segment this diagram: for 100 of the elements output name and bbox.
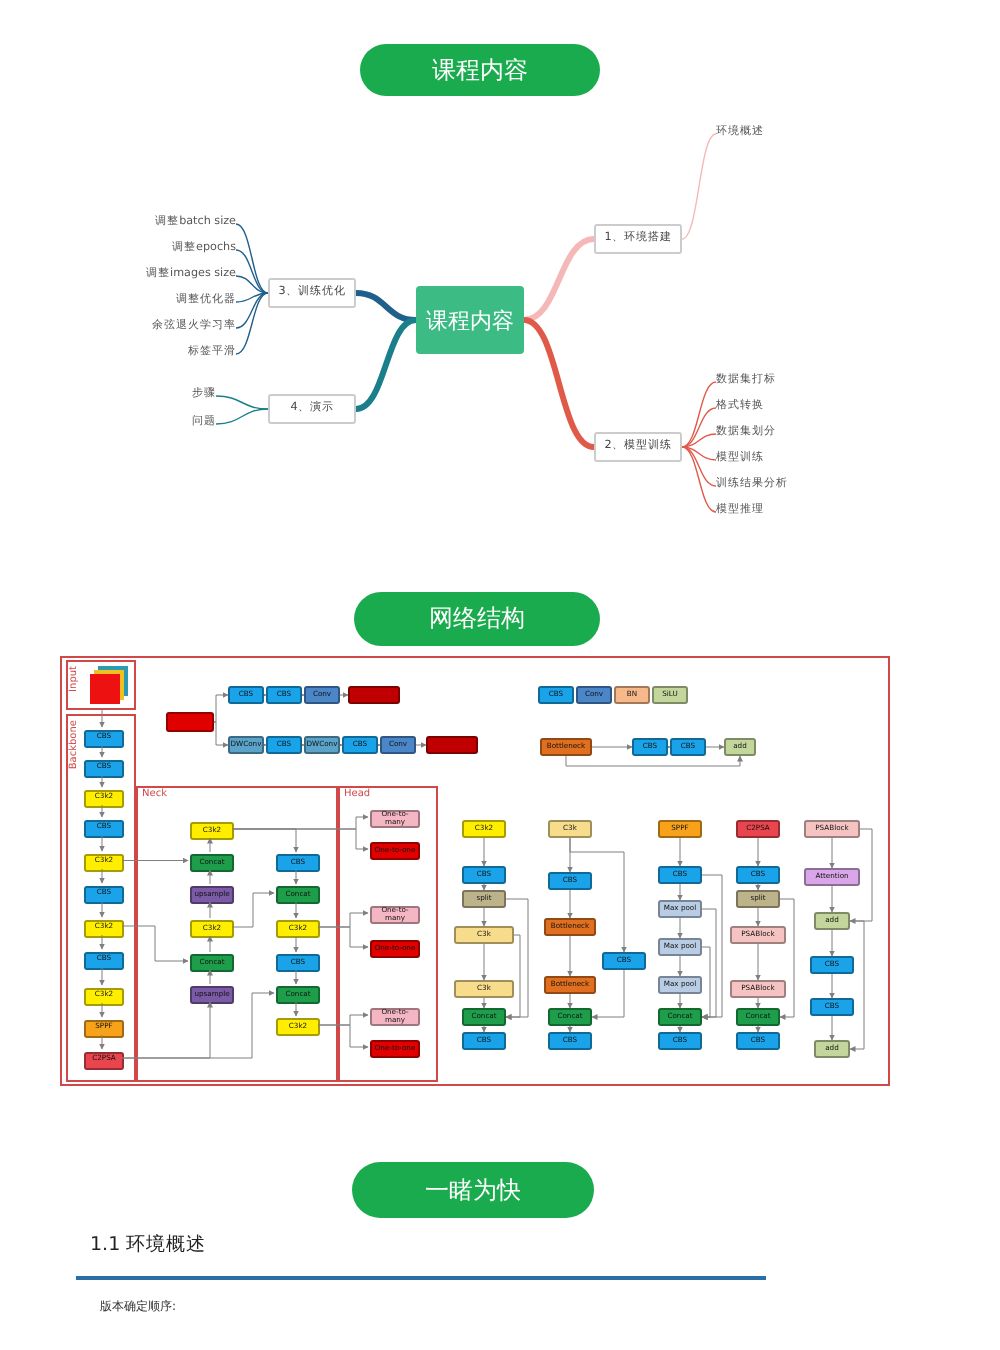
branch-line bbox=[235, 292, 269, 355]
arrow bbox=[121, 990, 275, 1059]
arrow bbox=[99, 1002, 105, 1018]
arrow bbox=[701, 874, 723, 1020]
arrow bbox=[565, 755, 743, 767]
branch-line bbox=[235, 249, 269, 294]
arrow bbox=[231, 828, 299, 853]
arrow bbox=[207, 837, 213, 853]
arrow bbox=[481, 883, 487, 891]
branch-line bbox=[355, 290, 417, 323]
arrow bbox=[99, 804, 105, 818]
branch-line bbox=[681, 381, 717, 448]
branch-line bbox=[681, 407, 717, 448]
arrow bbox=[591, 969, 625, 1020]
arrow bbox=[207, 869, 213, 885]
arrow bbox=[231, 890, 275, 928]
branch-line bbox=[235, 292, 269, 303]
arrow bbox=[121, 925, 189, 964]
arrow bbox=[481, 1025, 487, 1033]
arrow bbox=[207, 935, 213, 953]
output-block bbox=[348, 686, 400, 704]
arrow bbox=[481, 907, 487, 927]
group-frame bbox=[66, 660, 136, 710]
arrow bbox=[99, 774, 105, 788]
arrow bbox=[505, 934, 521, 1020]
section-heading: 网络结构 bbox=[354, 592, 600, 646]
arrow bbox=[677, 955, 683, 977]
output-block bbox=[166, 712, 214, 732]
arrow bbox=[755, 907, 761, 927]
arrow bbox=[701, 946, 711, 1020]
arrow bbox=[99, 709, 105, 728]
branch-line bbox=[215, 395, 269, 410]
arrow bbox=[207, 969, 213, 985]
branch-line bbox=[681, 433, 717, 448]
branch-line bbox=[523, 317, 595, 450]
arrow bbox=[99, 868, 105, 884]
central-topic: 课程内容 bbox=[416, 286, 524, 354]
arrow bbox=[755, 943, 761, 981]
arrow bbox=[317, 926, 369, 950]
arrow bbox=[567, 1025, 573, 1033]
branch-line bbox=[523, 236, 595, 323]
arrow bbox=[293, 901, 299, 919]
arrow bbox=[755, 997, 761, 1009]
arrow bbox=[829, 1015, 835, 1041]
arrow bbox=[99, 900, 105, 918]
arrow bbox=[755, 883, 761, 891]
arrow bbox=[849, 920, 865, 1052]
branch-line bbox=[235, 292, 269, 329]
arrow bbox=[213, 692, 229, 723]
arrow bbox=[567, 889, 573, 919]
arrow bbox=[293, 1001, 299, 1017]
section-heading: 一睹为快 bbox=[352, 1162, 594, 1218]
arrow bbox=[505, 898, 529, 1020]
arrow bbox=[677, 1025, 683, 1033]
arrow bbox=[677, 993, 683, 1009]
branch-line bbox=[355, 317, 417, 412]
arrow bbox=[591, 744, 633, 750]
arrow bbox=[99, 744, 105, 758]
group-frame bbox=[136, 786, 338, 1082]
arrow bbox=[121, 857, 189, 864]
arrow bbox=[99, 834, 105, 852]
arrow bbox=[481, 837, 487, 867]
group-frame bbox=[338, 786, 438, 1082]
arrow bbox=[99, 934, 105, 950]
subsection-heading: 1.1 环境概述 bbox=[90, 1232, 207, 1258]
arrow bbox=[293, 969, 299, 985]
arrow bbox=[829, 973, 835, 999]
arrow bbox=[755, 837, 761, 867]
arrow bbox=[779, 898, 795, 1020]
arrow bbox=[293, 869, 299, 885]
branch-line bbox=[681, 446, 717, 513]
arrow bbox=[213, 721, 229, 748]
arrow bbox=[677, 917, 683, 939]
arrow bbox=[755, 1025, 761, 1033]
arrow bbox=[415, 742, 427, 748]
arrow bbox=[677, 883, 683, 901]
branch-line bbox=[215, 408, 269, 425]
arrow bbox=[677, 837, 683, 867]
arrow bbox=[293, 935, 299, 953]
arrow bbox=[829, 837, 835, 869]
arrow bbox=[567, 935, 573, 977]
arrow bbox=[569, 837, 627, 953]
arrow bbox=[99, 1034, 105, 1050]
branch-line bbox=[235, 223, 269, 294]
arrow bbox=[481, 997, 487, 1009]
arrow bbox=[849, 828, 873, 924]
branch-line bbox=[681, 446, 717, 461]
output-block bbox=[426, 736, 478, 754]
arrow bbox=[567, 993, 573, 1009]
arrow bbox=[99, 966, 105, 986]
arrow bbox=[317, 1024, 369, 1050]
section-heading: 课程内容 bbox=[360, 44, 600, 96]
arrow bbox=[701, 908, 717, 1020]
arrow bbox=[829, 885, 835, 913]
arrow bbox=[705, 744, 725, 750]
branch-line bbox=[235, 275, 269, 294]
arrow bbox=[829, 929, 835, 957]
arrow bbox=[339, 692, 349, 698]
branch-line bbox=[681, 446, 717, 487]
branch-line bbox=[681, 133, 717, 240]
